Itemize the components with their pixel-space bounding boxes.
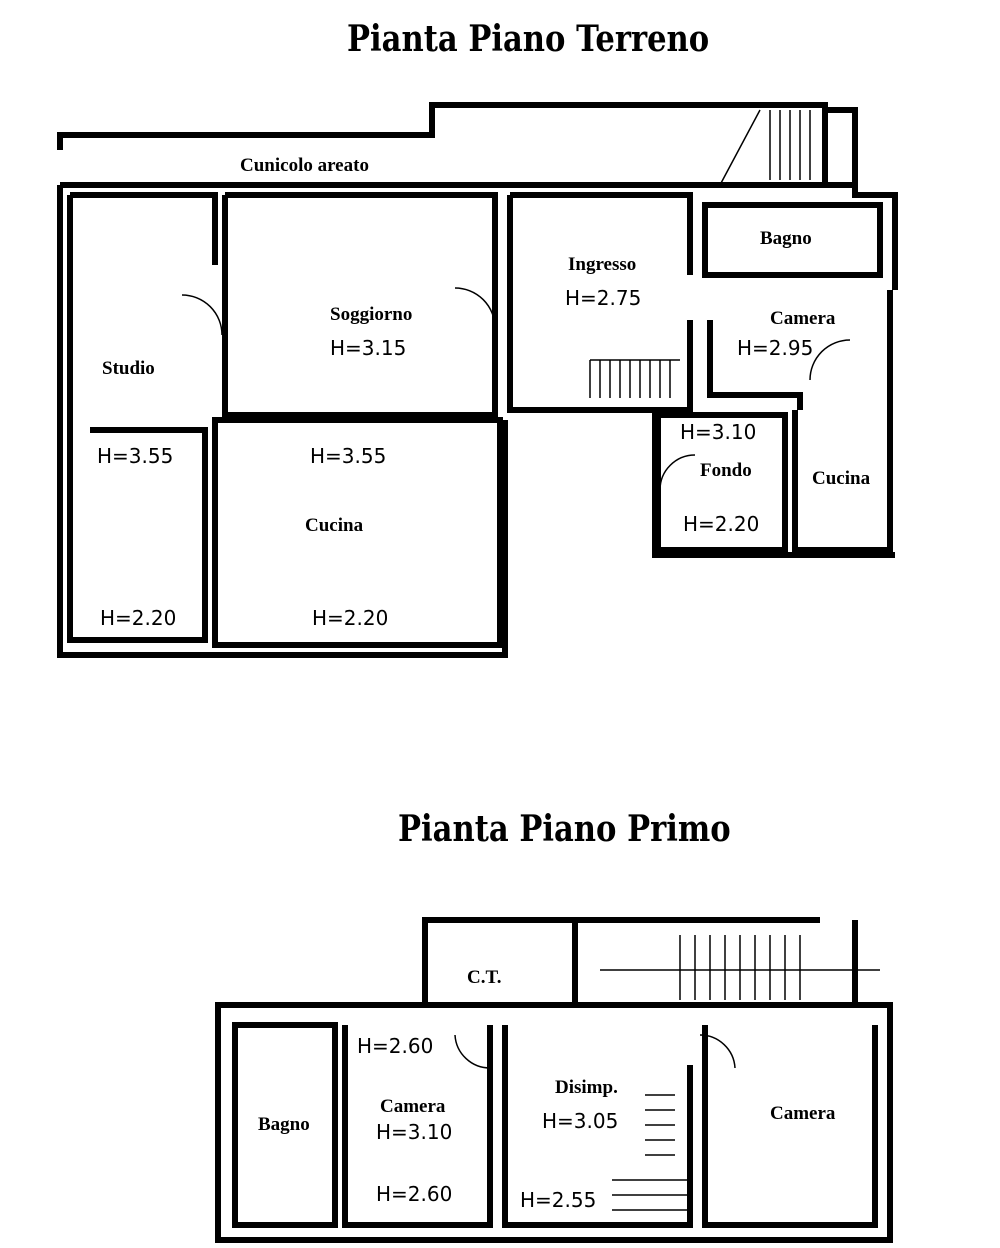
room-label-camera: Camera	[770, 308, 836, 329]
room-label-corridor: Cunicolo areato	[240, 155, 369, 176]
height-soggiorno: H=3.15	[330, 336, 407, 360]
height-camera-mid: H=3.10	[376, 1120, 453, 1144]
height-disimpegno-bottom: H=2.55	[520, 1188, 597, 1212]
ground-floor-stairs	[589, 109, 811, 398]
room-label-studio: Studio	[102, 358, 155, 379]
first-floor-walls	[215, 917, 893, 1243]
room-label-cucina: Cucina	[305, 515, 364, 536]
ground-floor-walls	[57, 102, 898, 658]
room-label-ct: C.T.	[467, 967, 502, 988]
room-label-camera-right: Camera	[770, 1103, 836, 1124]
ground-floor-title: Pianta Piano Terreno	[347, 18, 710, 60]
height-fondo-bottom: H=2.20	[683, 512, 760, 536]
height-disimpegno: H=3.05	[542, 1109, 619, 1133]
room-label-soggiorno: Soggiorno	[330, 304, 413, 325]
room-label-bagno: Bagno	[760, 228, 812, 249]
height-studio-bottom: H=2.20	[100, 606, 177, 630]
height-ingresso: H=2.75	[565, 286, 642, 310]
room-label-camera-left: Camera	[380, 1096, 446, 1117]
room-label-cucina-small: Cucina	[812, 468, 871, 489]
room-label-ingresso: Ingresso	[568, 254, 637, 275]
height-studio-top: H=3.55	[97, 444, 174, 468]
room-label-bagno-first: Bagno	[258, 1114, 310, 1135]
first-floor-stairs	[600, 935, 880, 1211]
height-cucina-bottom: H=2.20	[312, 606, 389, 630]
height-camera-top: H=2.60	[357, 1034, 434, 1058]
height-cucina-top: H=3.55	[310, 444, 387, 468]
room-label-disimpegno: Disimp.	[555, 1077, 618, 1098]
height-camera-bottom: H=2.60	[376, 1182, 453, 1206]
first-floor-title: Pianta Piano Primo	[398, 808, 731, 850]
room-label-fondo: Fondo	[700, 460, 752, 481]
height-camera: H=2.95	[737, 336, 814, 360]
door-swings	[181, 287, 851, 1069]
height-fondo-top: H=3.10	[680, 420, 757, 444]
